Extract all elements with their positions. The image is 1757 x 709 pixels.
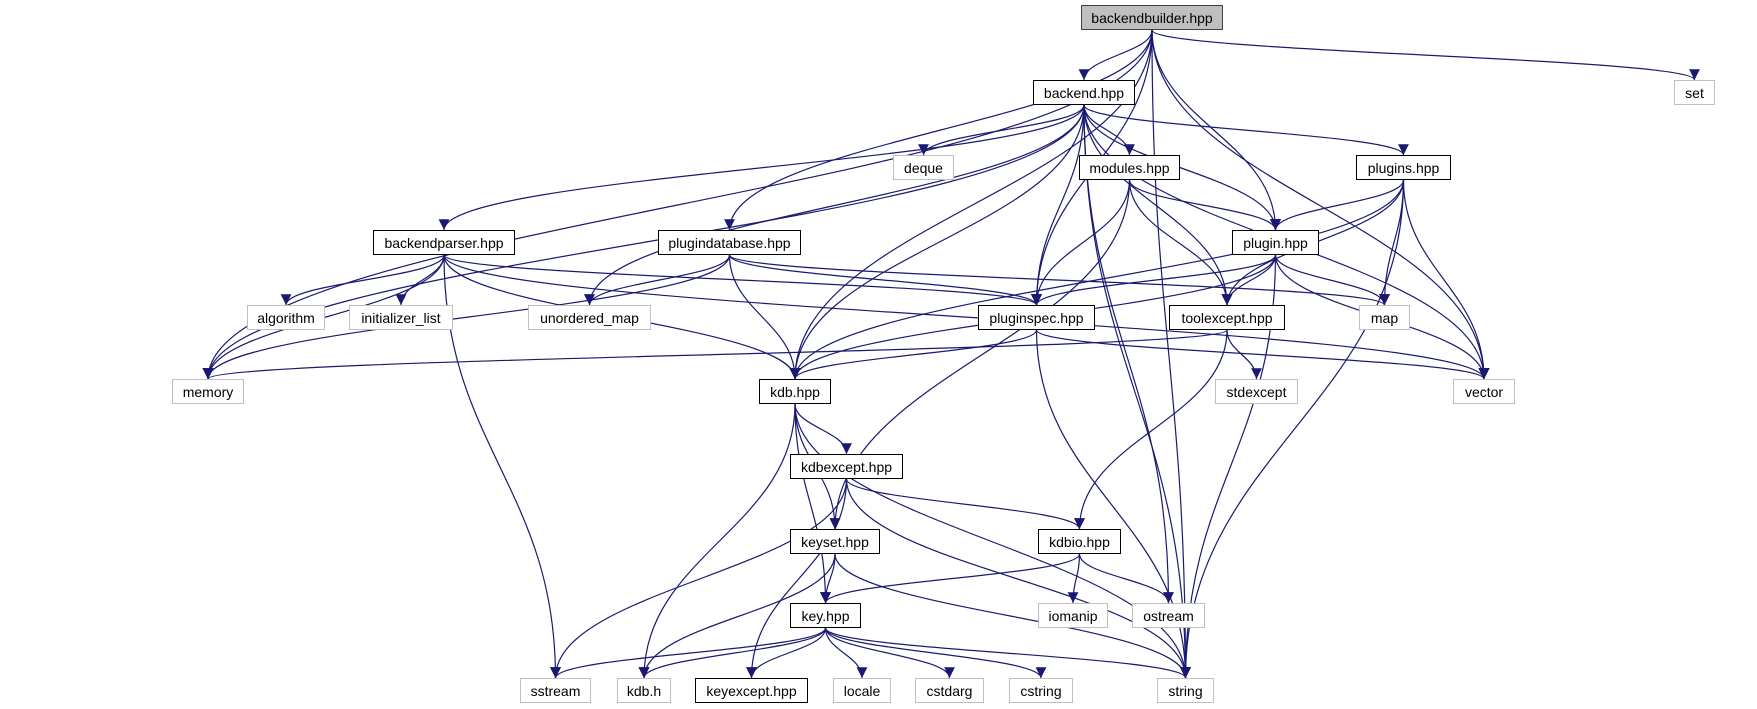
edge-backend-to-kdb_hpp (789, 104, 1085, 380)
node-kdb-hpp[interactable]: kdb.hpp (759, 379, 831, 404)
edge-kdb_hpp-to-string (794, 403, 1191, 679)
edge-keyset-to-kdb_h (638, 553, 836, 679)
edge-plugin-to-pluginspec (1031, 254, 1277, 306)
edge-backend-to-deque (918, 104, 1085, 156)
edge-backendbuilder-to-set (1151, 29, 1700, 81)
edge-key-to-string (824, 627, 1191, 679)
node-kdbio-hpp[interactable]: kdbio.hpp (1038, 529, 1121, 554)
edge-backend-to-string (1083, 104, 1191, 679)
node-keyexcept-hpp[interactable]: keyexcept.hpp (695, 678, 808, 703)
edge-plugins-to-string (1180, 179, 1405, 679)
node-unordered-map: unordered_map (528, 305, 651, 330)
edge-key-to-cstring (824, 627, 1047, 679)
edge-modules-to-toolexcept (1128, 179, 1233, 306)
edge-kdb_hpp-to-key (794, 403, 831, 604)
edge-plugins-to-kdb_hpp (789, 179, 1405, 380)
node-plugins-hpp[interactable]: plugins.hpp (1356, 155, 1451, 180)
edge-backend-to-pluginspec (1031, 104, 1085, 306)
edge-kdb_hpp-to-kdb_h (638, 403, 796, 679)
edge-backend-to-toolexcept (1083, 104, 1233, 306)
node-backend-hpp[interactable]: backend.hpp (1033, 80, 1135, 105)
edge-kdbexcept-to-string (845, 478, 1191, 679)
edge-plugindatabase-to-pluginspec (728, 254, 1042, 306)
edge-backendbuilder-to-plugindatabase (724, 29, 1153, 231)
edge-plugindatabase-to-unordered_map (584, 254, 731, 306)
edge-pluginspec-to-kdb_hpp (789, 329, 1038, 380)
node-string: string (1157, 678, 1214, 703)
edge-plugindatabase-to-memory (202, 254, 731, 380)
edge-backend-to-memory (202, 104, 1085, 380)
node-toolexcept-hpp[interactable]: toolexcept.hpp (1169, 305, 1285, 330)
edge-backend-to-plugins (1083, 104, 1409, 156)
node-cstdarg: cstdarg (915, 678, 984, 703)
edge-toolexcept-to-kdbio (1074, 329, 1228, 530)
node-plugindatabase-hpp[interactable]: plugindatabase.hpp (658, 230, 801, 255)
node-map: map (1359, 305, 1410, 330)
node-pluginspec-hpp[interactable]: pluginspec.hpp (978, 305, 1095, 330)
edge-kdbio-to-ostream (1078, 553, 1174, 604)
edge-backendbuilder-to-string (1151, 29, 1191, 679)
edge-plugins-to-vector (1402, 179, 1490, 380)
node-algorithm: algorithm (247, 305, 325, 330)
edge-backendparser-to-memory (202, 254, 445, 380)
node-stdexcept: stdexcept (1215, 379, 1298, 404)
node-keyset-hpp[interactable]: keyset.hpp (790, 529, 880, 554)
edge-key-to-keyexcept (746, 627, 827, 679)
node-vector: vector (1453, 379, 1515, 404)
edge-plugin-to-map (1274, 254, 1390, 306)
edge-backend-to-backendparser (438, 104, 1085, 231)
edge-key-to-kdb_h (638, 627, 827, 679)
node-locale: locale (833, 678, 891, 703)
edge-backendparser-to-vector (443, 254, 1490, 380)
edge-kdbio-to-key (820, 553, 1081, 604)
node-backendparser-hpp[interactable]: backendparser.hpp (373, 230, 515, 255)
edge-modules-to-pluginspec (1031, 179, 1131, 306)
edge-kdb_hpp-to-kdbexcept (794, 403, 852, 455)
edge-pluginspec-to-vector (1035, 329, 1490, 380)
node-deque: deque (893, 155, 954, 180)
edge-toolexcept-to-stdexcept (1226, 329, 1262, 380)
node-set: set (1674, 80, 1715, 105)
edge-backendbuilder-to-backend (1078, 29, 1153, 81)
node-modules-hpp[interactable]: modules.hpp (1079, 155, 1180, 180)
edge-plugindatabase-to-map (728, 254, 1390, 306)
edge-backendbuilder-to-vector (1151, 29, 1490, 380)
edge-backendparser-to-initializer_list (395, 254, 445, 306)
edge-plugins-to-plugin (1270, 179, 1405, 231)
node-kdb-h: kdb.h (617, 678, 671, 703)
node-sstream: sstream (520, 678, 591, 703)
edge-kdbexcept-to-kdbio (845, 478, 1085, 530)
edge-backendbuilder-to-plugin (1151, 29, 1281, 231)
edge-plugindatabase-to-kdb_hpp (728, 254, 801, 380)
edge-backendparser-to-pluginspec (443, 254, 1042, 306)
node-iomanip: iomanip (1038, 603, 1108, 628)
node-key-hpp[interactable]: key.hpp (790, 603, 861, 628)
edge-backendparser-to-algorithm (280, 254, 445, 306)
node-initializer-list: initializer_list (349, 305, 453, 330)
node-cstring: cstring (1009, 678, 1073, 703)
edge-backend-to-modules (1083, 104, 1135, 156)
edge-kdbio-to-iomanip (1067, 553, 1081, 604)
node-kdbexcept-hpp[interactable]: kdbexcept.hpp (790, 454, 903, 479)
edge-plugin-to-toolexcept (1221, 254, 1277, 306)
node-plugin-hpp[interactable]: plugin.hpp (1232, 230, 1319, 255)
edge-backend-to-unordered_map (584, 104, 1085, 306)
edge-key-to-sstream (550, 627, 827, 679)
node-backendbuilder-hpp: backendbuilder.hpp (1081, 5, 1223, 30)
node-memory: memory (172, 379, 244, 404)
edge-toolexcept-to-memory (203, 329, 1228, 380)
edge-kdbexcept-to-sstream (550, 478, 848, 679)
edge-modules-to-plugin (1128, 179, 1281, 231)
edge-key-to-locale (824, 627, 868, 679)
edge-kdbexcept-to-keyexcept (746, 478, 848, 679)
node-ostream: ostream (1132, 603, 1205, 628)
edge-key-to-cstdarg (824, 627, 955, 679)
edge-keyset-to-string (834, 553, 1191, 679)
